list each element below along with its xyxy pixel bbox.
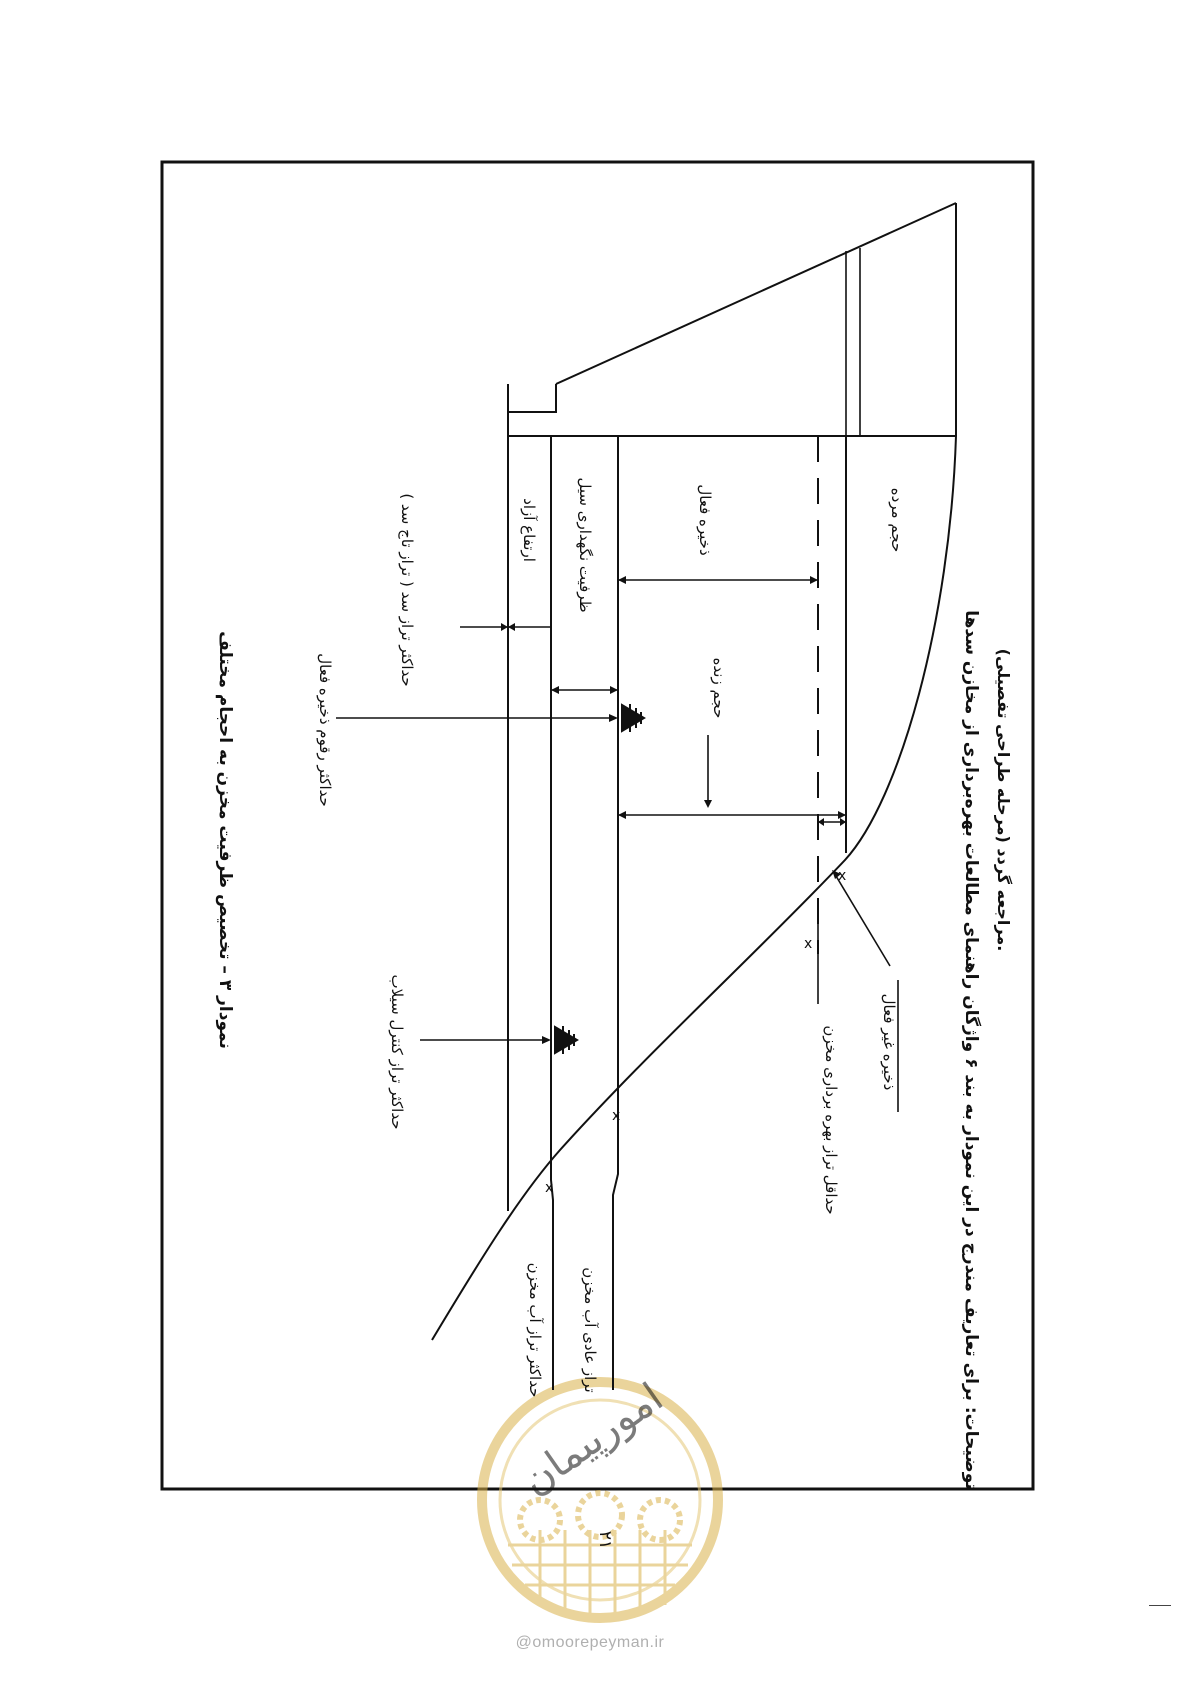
label-min-operation-level: حداقل تراز بهره برداری مخزن [822, 1025, 840, 1214]
water-level-symbol-flood [554, 1025, 579, 1055]
live-volume-dimension-arrow [618, 811, 846, 819]
max-flood-level-leader [420, 1036, 551, 1044]
tick-mark-3: x [804, 936, 812, 952]
dam-crest [507, 384, 557, 413]
diagram-title: نمودار ۳ – تخصیص ظرفیت مخزن به احجام مخت… [215, 631, 235, 1049]
page-number: ۲۱ [595, 1531, 615, 1549]
label-freeboard: ارتفاع آزاد [520, 498, 538, 562]
label-max-flood-control-level: حداکثر تراز کنترل سیلاب [388, 975, 406, 1130]
label-inactive-storage: ذخیره غیر فعال [880, 994, 898, 1091]
notes-line-1: توضیحات: برای تعاریف مندرج در این نمودار… [961, 610, 982, 1490]
freeboard-dimension-arrow [460, 623, 551, 631]
label-live-volume: حجم زنده [710, 658, 728, 719]
dam-downstream-face [555, 202, 957, 385]
reservoir-bed-curve [431, 435, 957, 1341]
notes-line-2: (مرحله طراحی تفصیلی) مراجعه گردد. [994, 649, 1013, 952]
label-max-active-storage-level: حداکثر رقوم ذخیره فعال [316, 653, 334, 807]
tick-mark-4: x [838, 868, 846, 884]
label-max-dam-level: حداکثر تراز سد ( تراز تاج سد ) [397, 493, 416, 686]
label-flood-storage: ظرفیت نگهداری سیل [576, 477, 594, 612]
max-reservoir-level-line [550, 436, 554, 1390]
label-active-storage: ذخیره فعال [696, 484, 714, 555]
label-normal-reservoir-level: تراز عادی آب مخزن [581, 1267, 599, 1392]
watermark-logo [477, 1377, 723, 1623]
page-edge-mark [1149, 1605, 1171, 1606]
live-volume-pointer [704, 735, 712, 808]
label-dead-volume: حجم مرده [888, 488, 906, 553]
max-active-level-leader [336, 714, 618, 722]
diagram-frame [160, 160, 1035, 1491]
label-max-reservoir-level: حداکثر تراز آب مخزن [526, 1263, 544, 1398]
inactive-storage-leader [832, 870, 891, 967]
flood-storage-dimension-arrow [551, 686, 618, 694]
normal-reservoir-level-line [612, 436, 619, 1390]
inactive-storage-dimension-arrow [818, 818, 846, 826]
tick-mark-2: x [612, 1108, 620, 1124]
watermark-site-text: @omoorepeyman.ir [515, 1634, 665, 1651]
tick-mark-1: x [545, 1180, 553, 1196]
water-level-symbol-active [621, 703, 646, 733]
active-storage-dimension-arrow [618, 576, 818, 584]
